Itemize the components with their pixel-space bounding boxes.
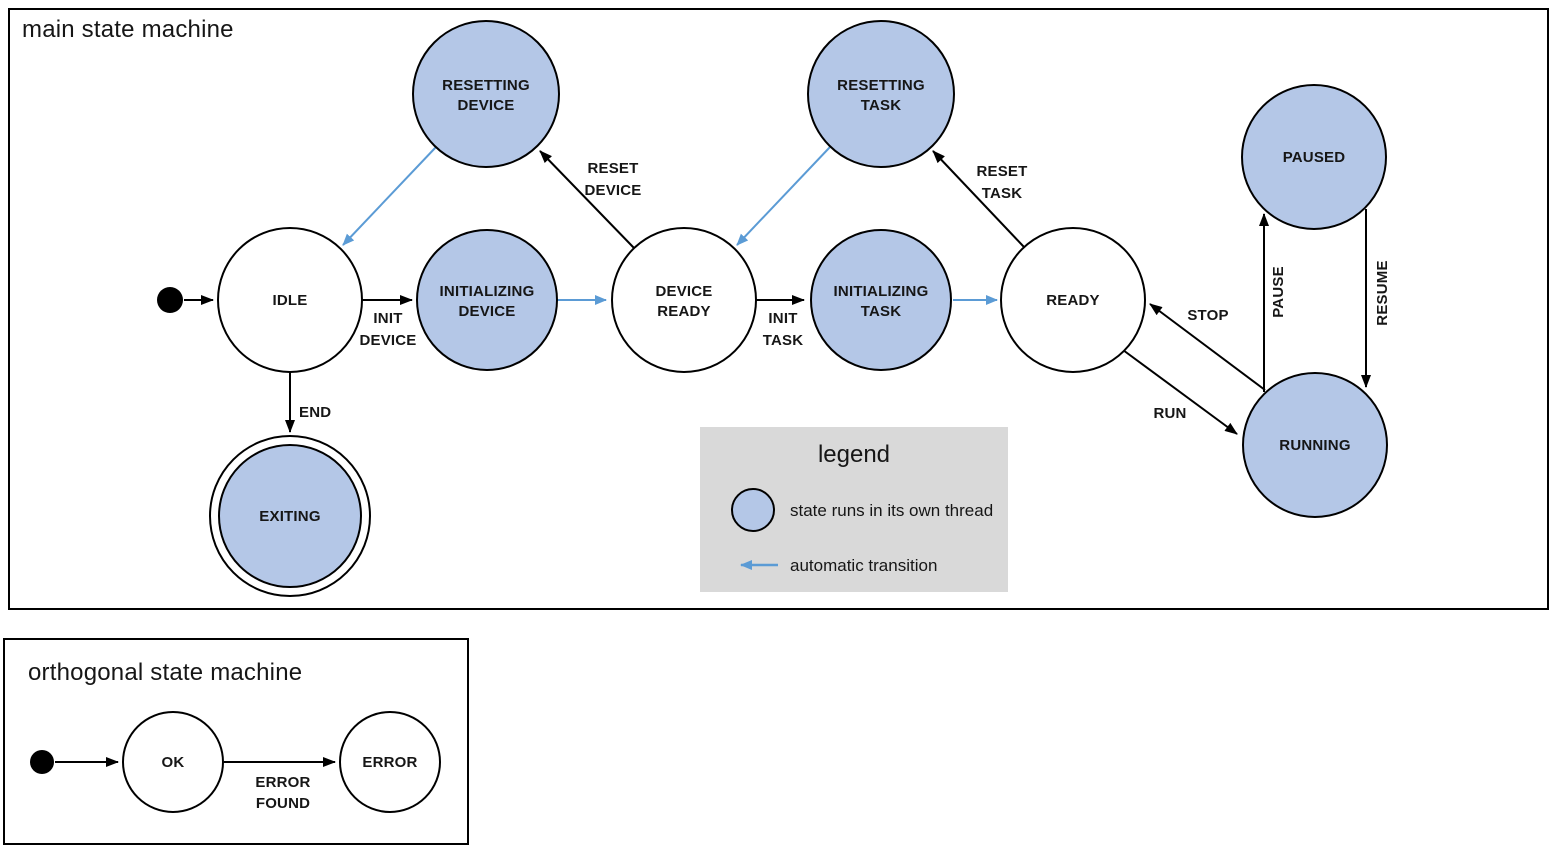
initial-state-dot	[157, 287, 183, 313]
orthogonal-machine-title: orthogonal state machine	[28, 659, 302, 686]
state-resetting-device	[412, 20, 560, 168]
state-exiting-label: EXITING	[259, 508, 320, 525]
label-error-found-line1: ERROR	[255, 774, 310, 791]
label-resume: RESUME	[1374, 260, 1391, 325]
transition-reset-task	[932, 150, 1025, 248]
label-reset-device-line2: DEVICE	[584, 182, 641, 199]
label-stop: STOP	[1187, 307, 1228, 324]
state-ok	[122, 711, 224, 813]
transition-run	[1122, 349, 1238, 435]
state-initializing-task-line1: INITIALIZING	[834, 283, 929, 300]
state-resetting-task	[807, 20, 955, 168]
auto-transition-resettask-deviceready	[736, 146, 831, 246]
state-error-label: ERROR	[362, 754, 417, 771]
label-reset-task-line1: RESET	[976, 163, 1027, 180]
label-init-device-line2: DEVICE	[359, 332, 416, 349]
transition-stop	[1149, 303, 1266, 391]
label-end: END	[299, 404, 331, 421]
label-init-task-line1: INIT	[768, 310, 797, 327]
transition-reset-device	[539, 150, 635, 249]
label-init-device-line1: INIT	[373, 310, 402, 327]
state-running	[1242, 372, 1388, 518]
label-init-task-line2: TASK	[763, 332, 804, 349]
state-initializing-device-line1: INITIALIZING	[440, 283, 535, 300]
main-machine-title: main state machine	[22, 16, 234, 43]
state-exiting	[218, 444, 362, 588]
state-ready-label: READY	[1046, 292, 1100, 309]
main-state-machine: main state machine INIT DEVICE INIT TASK…	[8, 8, 1549, 610]
state-resetting-device-line2: DEVICE	[457, 97, 514, 114]
state-running-label: RUNNING	[1279, 437, 1350, 454]
state-device-ready-line2: READY	[657, 303, 711, 320]
state-device-ready	[611, 227, 757, 373]
legend-thread-state-icon	[731, 488, 775, 532]
orthogonal-state-machine: orthogonal state machine ERROR FOUND OK …	[3, 638, 469, 845]
label-pause: PAUSE	[1270, 266, 1287, 318]
state-initializing-task	[810, 229, 952, 371]
state-error	[339, 711, 441, 813]
state-resetting-task-line2: TASK	[861, 97, 902, 114]
state-device-ready-line1: DEVICE	[655, 283, 712, 300]
state-idle	[217, 227, 363, 373]
legend: legend state runs in its own thread auto…	[700, 427, 1008, 592]
state-paused-label: PAUSED	[1283, 149, 1346, 166]
state-resetting-device-line1: RESETTING	[442, 77, 530, 94]
orthogonal-initial-state-dot	[30, 750, 54, 774]
state-resetting-task-line1: RESETTING	[837, 77, 925, 94]
legend-thread-label: state runs in its own thread	[790, 501, 993, 520]
auto-transition-resetdevice-idle	[342, 146, 437, 246]
label-reset-device-line1: RESET	[587, 160, 638, 177]
state-paused	[1241, 84, 1387, 230]
state-initializing-task-line2: TASK	[861, 303, 902, 320]
state-idle-label: IDLE	[273, 292, 308, 309]
label-reset-task-line2: TASK	[982, 185, 1023, 202]
state-initializing-device	[416, 229, 558, 371]
label-error-found-line2: FOUND	[256, 795, 310, 812]
state-initializing-device-line2: DEVICE	[458, 303, 515, 320]
legend-title: legend	[818, 441, 890, 468]
state-ready	[1000, 227, 1146, 373]
state-ok-label: OK	[162, 754, 185, 771]
legend-auto-label: automatic transition	[790, 556, 937, 575]
label-run: RUN	[1153, 405, 1186, 422]
